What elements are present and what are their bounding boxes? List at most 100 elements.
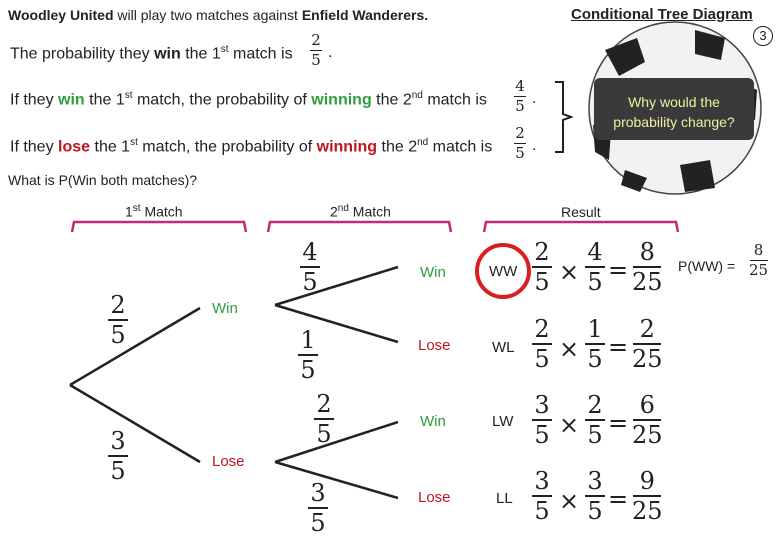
product-num: 8 — [639, 238, 655, 266]
fraction-bar — [585, 343, 605, 345]
fraction-bar — [585, 266, 605, 268]
product-den: 25 — [632, 268, 663, 296]
line3-lose: lose — [58, 138, 91, 156]
callout-box — [594, 78, 754, 140]
factor-a-num: 3 — [534, 391, 550, 419]
column-first-num: 1 — [125, 203, 133, 220]
fraction-bar — [633, 266, 662, 268]
factor-a-num: 2 — [534, 315, 550, 343]
equals-sign: = — [608, 333, 629, 361]
fraction-bar — [310, 50, 322, 51]
fraction-bar — [532, 419, 552, 421]
branch-win-win — [274, 265, 399, 307]
equals-sign: = — [608, 409, 629, 437]
line1-text-a: The probability they — [10, 45, 155, 63]
fraction-bar — [532, 343, 552, 345]
second-ww-den: 5 — [302, 268, 318, 296]
fraction-bar — [514, 143, 526, 144]
line2-text-a: If they — [10, 91, 59, 109]
second-lw-den: 5 — [316, 420, 332, 448]
branch-win — [69, 306, 201, 387]
column-result: Result — [561, 204, 601, 220]
outcome-label: LW — [492, 413, 514, 430]
branch-win-lose — [274, 303, 399, 344]
line3-period: . — [532, 137, 537, 154]
branch-lose — [69, 383, 201, 464]
equals-sign: = — [608, 485, 629, 513]
second-win-label-1: Win — [420, 264, 446, 281]
fraction-bar — [633, 343, 662, 345]
second-ww-num: 4 — [302, 238, 318, 266]
line3-text-d: the 2 — [377, 138, 418, 156]
team2-name: Enfield Wanderers — [301, 7, 425, 23]
factor-a-num: 2 — [534, 238, 550, 266]
line1-num: 2 — [311, 31, 321, 49]
line2-den: 5 — [515, 97, 525, 115]
header-middle: will play two matches against — [113, 7, 302, 23]
outcome-label: LL — [496, 490, 513, 507]
fraction-bar — [308, 507, 328, 509]
callout-text: Why would the probability change? — [613, 94, 735, 130]
line1-period: . — [328, 44, 333, 61]
line1-sup: st — [220, 44, 229, 55]
line3-sup1: st — [130, 137, 138, 148]
fraction-bar — [300, 266, 320, 268]
line2-text-d: the 2 — [371, 91, 412, 109]
fraction-bar — [108, 319, 128, 321]
line3-text-a: If they — [10, 138, 59, 156]
product-num: 6 — [639, 391, 655, 419]
factor-b-num: 2 — [587, 391, 603, 419]
first-lose-den: 5 — [110, 457, 126, 485]
factor-a-den: 5 — [534, 268, 550, 296]
outcome-label: WL — [492, 339, 515, 356]
times-sign: × — [559, 487, 580, 515]
branch-lose-lose — [274, 460, 399, 500]
product-den: 25 — [632, 421, 663, 449]
product-den: 25 — [632, 497, 663, 525]
first-win-label: Win — [212, 300, 238, 317]
line1-den: 5 — [311, 51, 321, 69]
times-sign: × — [559, 335, 580, 363]
intro-line-2: If they win the 1st match, the probabili… — [10, 90, 487, 109]
second-wl-num: 1 — [300, 326, 316, 354]
factor-b-num: 1 — [587, 315, 603, 343]
fraction-bar — [633, 495, 662, 497]
product-num: 9 — [639, 467, 655, 495]
product-den: 25 — [632, 345, 663, 373]
line2-sup2: nd — [411, 90, 423, 101]
factor-b-num: 4 — [587, 238, 603, 266]
right-brace — [555, 81, 573, 153]
product-num: 2 — [639, 315, 655, 343]
header-end: . — [424, 7, 429, 23]
team1-name: Woodley United — [8, 7, 114, 23]
factor-a-den: 5 — [534, 421, 550, 449]
line2-sup1: st — [124, 90, 133, 101]
factor-b-num: 3 — [587, 467, 603, 495]
line2-num: 4 — [515, 77, 525, 95]
second-lw-num: 2 — [316, 390, 332, 418]
fraction-bar — [585, 419, 605, 421]
fraction-bar — [514, 96, 526, 97]
line3-sup2: nd — [417, 137, 429, 148]
line3-text-e: match is — [428, 138, 493, 156]
fraction-bar — [314, 418, 334, 420]
line2-text-c: match, the probability of — [132, 91, 312, 109]
fraction-bar — [532, 266, 552, 268]
